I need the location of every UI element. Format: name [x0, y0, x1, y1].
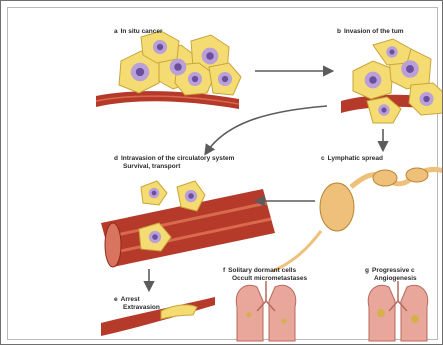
arrow-b-to-d [206, 106, 327, 153]
stage-g-subtitle: Angiogenesis [374, 275, 417, 282]
stage-d-subtitle: Survival, transport [123, 163, 180, 170]
stage-e-subtitle: Extravasion [123, 304, 160, 311]
stage-b-title: Invasion of the tum [344, 28, 404, 35]
stage-g-letter: g [365, 267, 369, 274]
stage-f-lungs [236, 281, 296, 341]
cell-nucleolus [157, 44, 163, 50]
cell-nucleolus [152, 234, 158, 240]
cell-nucleolus [381, 107, 386, 112]
stage-d-letter: d [114, 155, 118, 162]
stage-f-letter: f [223, 267, 225, 274]
stage-f-title: Solitary dormant cells [228, 267, 296, 274]
cell-nucleolus [136, 68, 144, 76]
stage-g-lungs [368, 281, 428, 341]
stage-c-title: Lymphatic spread [328, 155, 383, 162]
cell-nucleolus [188, 193, 194, 199]
stage-c-letter: c [321, 155, 325, 162]
cell-nucleolus [369, 76, 377, 84]
stage-f-subtitle: Occult micrometastases [232, 275, 307, 282]
stage-e-letter: e [114, 296, 118, 303]
cell-nucleolus [206, 52, 214, 60]
stage-e-title: Arrest [121, 296, 140, 303]
cell-nucleolus [222, 76, 228, 82]
stage-a-letter: a [114, 28, 118, 35]
cell-nucleolus [406, 65, 414, 73]
cell-nucleolus [192, 76, 198, 82]
cell-nucleolus [389, 49, 394, 54]
cell-nucleolus [423, 96, 429, 102]
stage-c-illustration [273, 168, 443, 271]
stage-a-illustration [96, 31, 241, 109]
stage-a-title: In situ cancer [121, 28, 163, 35]
stage-g-title: Progressive c [372, 267, 415, 274]
cell-nucleolus [174, 63, 182, 71]
cell-nucleolus [152, 191, 157, 196]
stage-d-title: Intravasion of the circulatory system [121, 155, 234, 162]
stage-b-letter: b [337, 28, 341, 35]
